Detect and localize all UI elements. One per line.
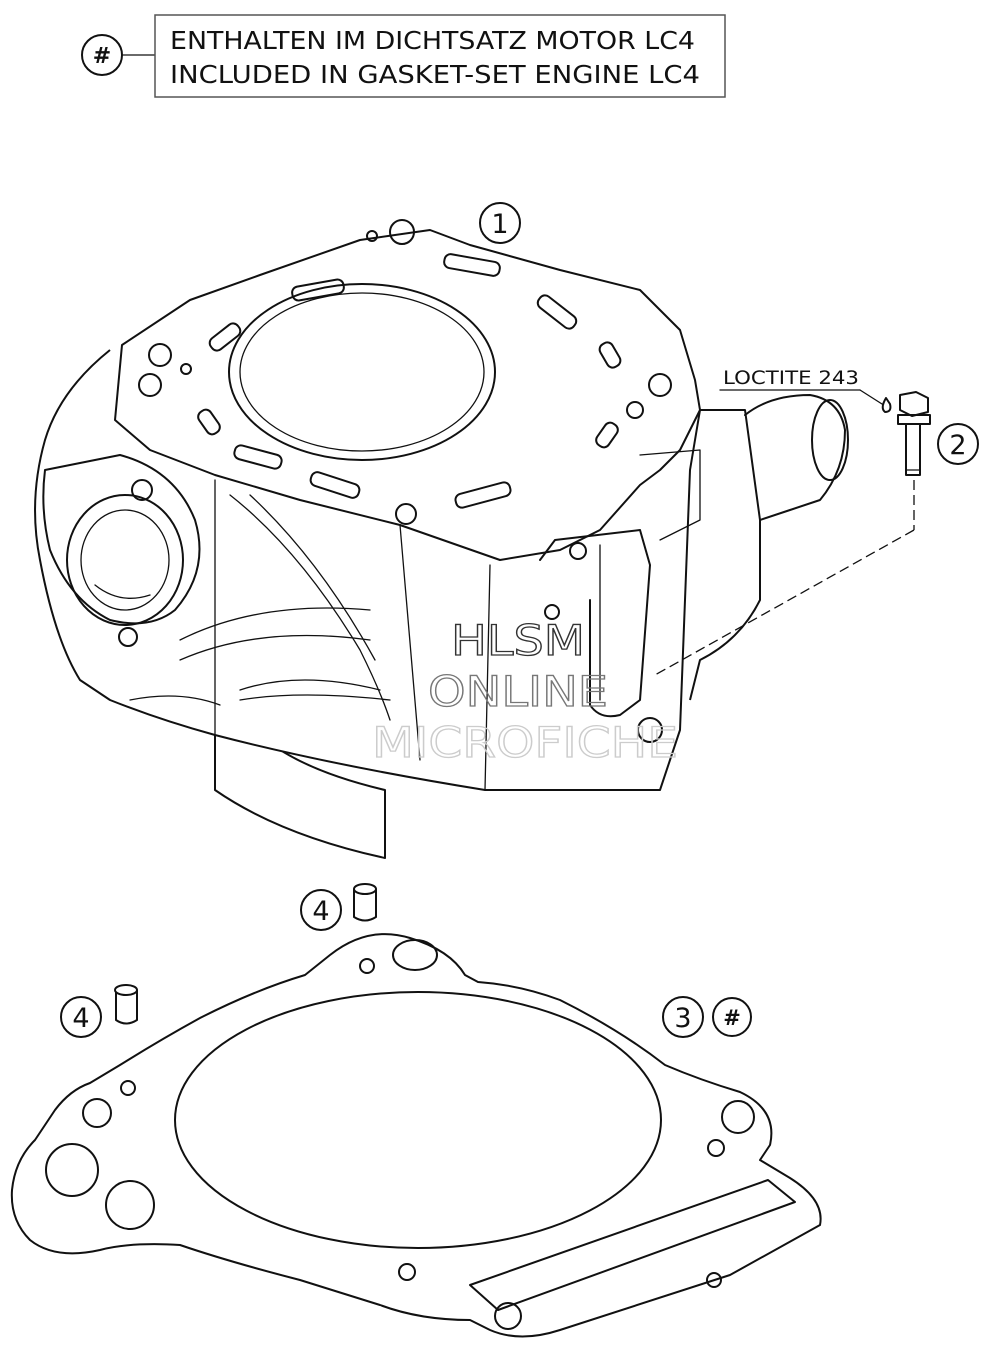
bolt-drawing: [654, 391, 931, 676]
legend-text-german: ENTHALTEN IM DICHTSATZ MOTOR LC4: [170, 26, 695, 55]
legend-symbol: #: [93, 44, 111, 69]
base-gasket-drawing: [10, 933, 822, 1338]
callout-1[interactable]: 1: [479, 202, 521, 244]
watermark-line-2: ONLINE: [428, 667, 608, 716]
callout-4-left[interactable]: 4: [60, 996, 102, 1038]
legend-box: [154, 14, 726, 98]
callout-4-top-label: 4: [312, 896, 329, 927]
callout-1-label: 1: [491, 209, 508, 240]
legend: # ENTHALTEN IM DICHTSATZ MOTOR LC4 INCLU…: [81, 14, 726, 98]
legend-text-english: INCLUDED IN GASKET-SET ENGINE LC4: [170, 60, 700, 89]
callout-3-gasket-symbol: #: [712, 997, 752, 1037]
callout-2-label: 2: [949, 430, 966, 461]
loctite-annotation: LOCTITE 243: [719, 367, 883, 405]
callout-3[interactable]: 3: [662, 996, 704, 1038]
callout-4-top[interactable]: 4: [300, 889, 342, 931]
gasket-symbol-label: #: [723, 1006, 741, 1030]
dowel-pin-left: [114, 984, 138, 1025]
loctite-label: LOCTITE 243: [723, 367, 859, 389]
callout-2[interactable]: 2: [937, 423, 979, 465]
watermark: HLSM ONLINE MICROFICHE: [371, 615, 678, 767]
callout-3-label: 3: [674, 1003, 691, 1034]
watermark-line-1: HLSM: [451, 616, 585, 665]
cylinder-bore: [228, 283, 496, 461]
cylinder-drawing: [34, 219, 849, 859]
gasket-bore: [174, 991, 662, 1249]
dowel-pin-top: [353, 883, 377, 922]
callout-4-left-label: 4: [72, 1003, 89, 1034]
watermark-line-3: MICROFICHE: [372, 718, 678, 767]
